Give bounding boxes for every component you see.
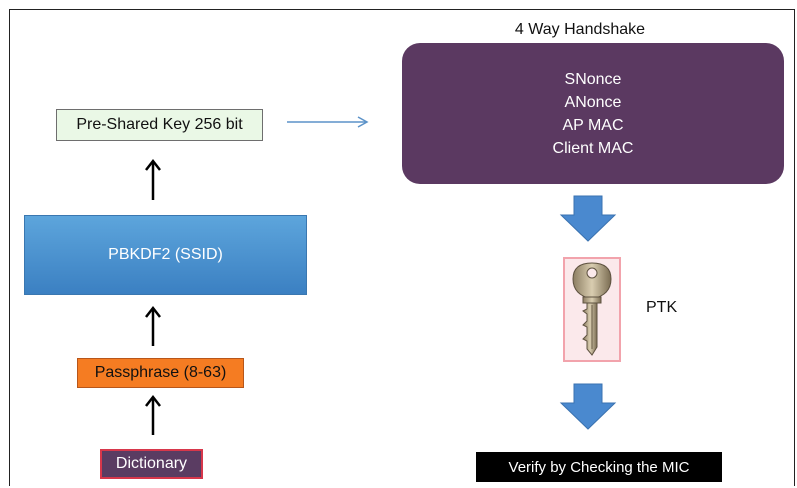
- handshake-title: 4 Way Handshake: [514, 21, 646, 38]
- down-arrow-icon: [559, 383, 617, 430]
- pbkdf2-box: PBKDF2 (SSID): [24, 215, 307, 295]
- up-arrow-icon: [145, 394, 161, 435]
- handshake-item-ap-mac: AP MAC: [562, 116, 624, 134]
- handshake-item-client-mac: Client MAC: [552, 139, 634, 157]
- dictionary-box: Dictionary: [100, 449, 203, 479]
- ptk-label: PTK: [646, 299, 678, 316]
- passphrase-box: Passphrase (8-63): [77, 358, 244, 388]
- down-arrow-icon: [559, 195, 617, 242]
- up-arrow-icon: [145, 158, 161, 200]
- verify-mic-box: Verify by Checking the MIC: [476, 452, 722, 482]
- pbkdf2-label: PBKDF2 (SSID): [108, 246, 223, 263]
- handshake-item-snonce: SNonce: [564, 70, 622, 88]
- right-arrow-icon: [287, 116, 369, 128]
- up-arrow-icon: [145, 305, 161, 346]
- pre-shared-key-box: Pre-Shared Key 256 bit: [56, 109, 263, 141]
- handshake-box: SNonce ANonce AP MAC Client MAC: [402, 43, 784, 184]
- key-icon: [572, 262, 612, 356]
- verify-mic-label: Verify by Checking the MIC: [508, 458, 690, 476]
- diagram-frame: [9, 9, 795, 486]
- passphrase-label: Passphrase (8-63): [94, 364, 227, 381]
- handshake-item-anonce: ANonce: [564, 93, 622, 111]
- key-image-frame: [563, 257, 621, 362]
- pre-shared-key-label: Pre-Shared Key 256 bit: [76, 116, 243, 133]
- dictionary-label: Dictionary: [115, 455, 188, 472]
